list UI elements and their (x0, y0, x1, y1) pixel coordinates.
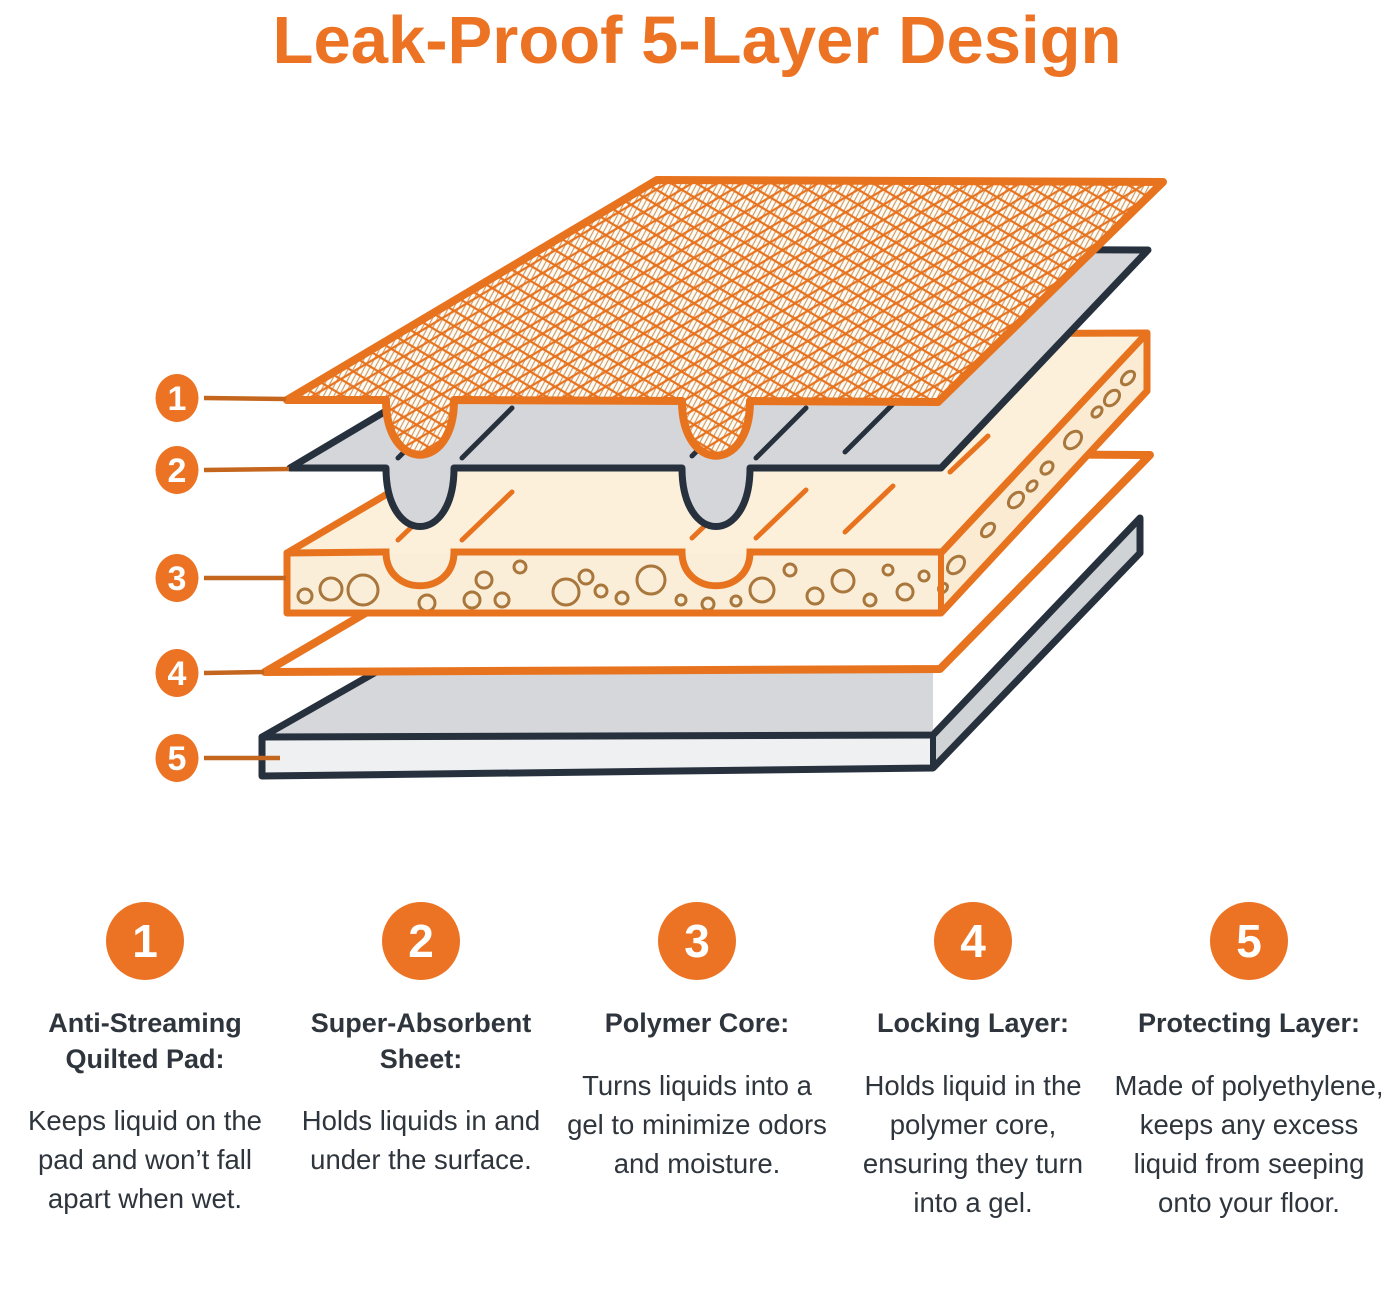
callout-number-2: 2 (168, 452, 187, 490)
callout-number-1: 1 (168, 380, 187, 418)
layer-body-4: Holds liquid in the polymer core, ensuri… (862, 1069, 1084, 1218)
layer-heading-1: Anti-Streaming Quilted Pad: (48, 1008, 242, 1074)
number-badge-5: 5 (1210, 902, 1288, 980)
polymer-bubbles (296, 369, 1137, 613)
layer-column-2: 2 Super-Absorbent Sheet: Holds liquids i… (286, 898, 556, 1179)
badge-number: 1 (132, 915, 158, 967)
layer-column-4: 4 Locking Layer: Holds liquid in the pol… (838, 898, 1108, 1222)
callout-number-5: 5 (168, 740, 187, 778)
number-badge-4: 4 (934, 902, 1012, 980)
badge-number: 2 (408, 915, 434, 967)
layer-heading-4: Locking Layer: (876, 1008, 1070, 1038)
layer-descriptions: 1 Anti-Streaming Quilted Pad: Keeps liqu… (10, 898, 1384, 1222)
layer-column-1: 1 Anti-Streaming Quilted Pad: Keeps liqu… (10, 898, 280, 1218)
layer-body-2: Holds liquids in and under the surface. (301, 1105, 541, 1176)
layer-heading-3: Polymer Core: (604, 1008, 790, 1038)
number-badge-3: 3 (658, 902, 736, 980)
callout-number-4: 4 (168, 655, 187, 693)
callout-number-3: 3 (168, 560, 187, 598)
layer-heading-2: Super-Absorbent Sheet: (310, 1008, 532, 1074)
number-badge-2: 2 (382, 902, 460, 980)
badge-number: 3 (684, 915, 710, 967)
layer-body-5: Made of polyethylene, keeps any excess l… (1114, 1069, 1384, 1218)
page-title: Leak-Proof 5-Layer Design (272, 3, 1122, 78)
layer-column-3: 3 Polymer Core: Turns liquids into a gel… (562, 898, 832, 1183)
callout-badge-4: 4 (155, 649, 199, 697)
layer-body-3: Turns liquids into a gel to minimize odo… (567, 1069, 827, 1179)
layer-body-1: Keeps liquid on the pad and won’t fall a… (28, 1105, 262, 1215)
callout-badge-3: 3 (155, 554, 199, 602)
layer-heading-5: Protecting Layer: (1137, 1008, 1361, 1038)
number-badge-1: 1 (106, 902, 184, 980)
callout-lines (203, 395, 290, 761)
callout-badge-5: 5 (155, 734, 199, 782)
badge-number: 4 (960, 915, 986, 967)
layer-column-5: 5 Protecting Layer: Made of polyethylene… (1114, 898, 1384, 1222)
badge-number: 5 (1236, 915, 1262, 967)
callout-badge-1: 1 (155, 374, 199, 422)
layer1-quilted-mesh-shape (283, 176, 1167, 460)
callout-badge-2: 2 (155, 446, 199, 494)
layer-diagram: 1 2 3 4 5 (155, 176, 1167, 782)
